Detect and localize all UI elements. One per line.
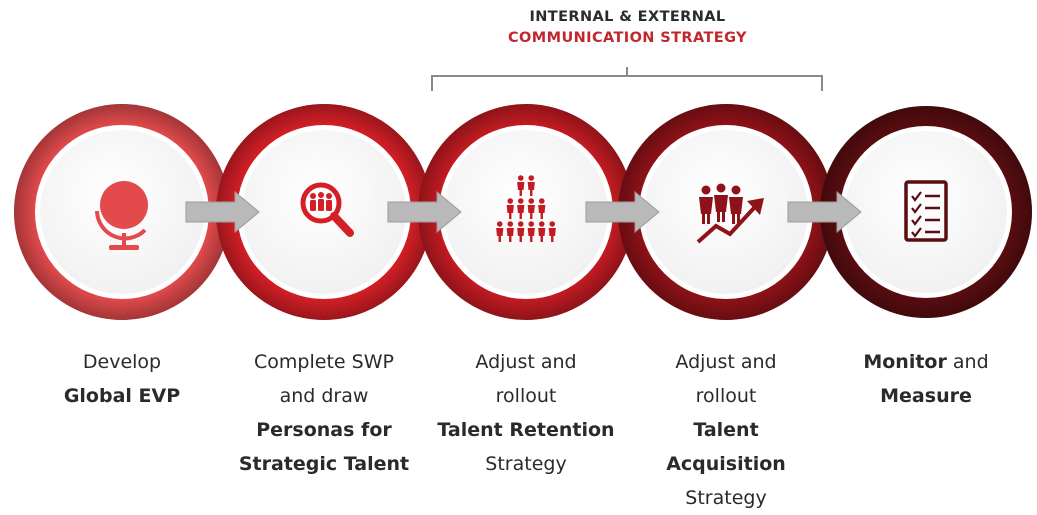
globe-icon <box>95 181 148 250</box>
caption-line: Measure <box>880 385 972 407</box>
steps-graphic <box>14 67 1032 320</box>
caption-line: rollout <box>495 385 557 407</box>
people-search-icon <box>300 182 354 237</box>
caption-line: Strategic Talent <box>238 453 410 475</box>
strategy-heading-line-1: INTERNAL & EXTERNAL <box>529 9 726 25</box>
people-growth-icon <box>696 183 764 244</box>
caption-line: and draw <box>279 385 369 407</box>
caption-line: Adjust and <box>675 351 777 373</box>
strategy-bracket <box>431 67 823 91</box>
caption-line: Personas for <box>256 419 392 441</box>
caption-line: Talent <box>693 419 759 441</box>
caption-line: Complete SWP <box>254 351 394 373</box>
caption-line: Adjust and <box>475 351 577 373</box>
caption-text: and <box>946 351 989 373</box>
caption-line: Strategy <box>485 453 567 475</box>
caption-text: Monitor <box>863 351 947 373</box>
caption-line: Develop <box>82 351 162 373</box>
caption-line: Acquisition <box>666 453 786 475</box>
arrow-3-to-4 <box>585 190 660 234</box>
step-5-ring <box>820 106 1032 318</box>
caption-line: Strategy <box>685 487 767 509</box>
arrow-4-to-5 <box>787 190 862 234</box>
caption-line: Monitor and <box>821 345 1031 379</box>
caption-line: Talent Retention <box>437 419 615 441</box>
step-2-ring <box>216 104 432 320</box>
caption-line: rollout <box>695 385 757 407</box>
strategy-heading-line-2: COMMUNICATION STRATEGY <box>508 30 747 46</box>
people-pyramid-icon <box>496 175 556 242</box>
caption-line: Global EVP <box>63 385 181 407</box>
checklist-icon <box>904 180 948 242</box>
arrow-2-to-3 <box>387 190 462 234</box>
arrow-1-to-2 <box>185 190 260 234</box>
step-3-ring <box>418 104 634 320</box>
